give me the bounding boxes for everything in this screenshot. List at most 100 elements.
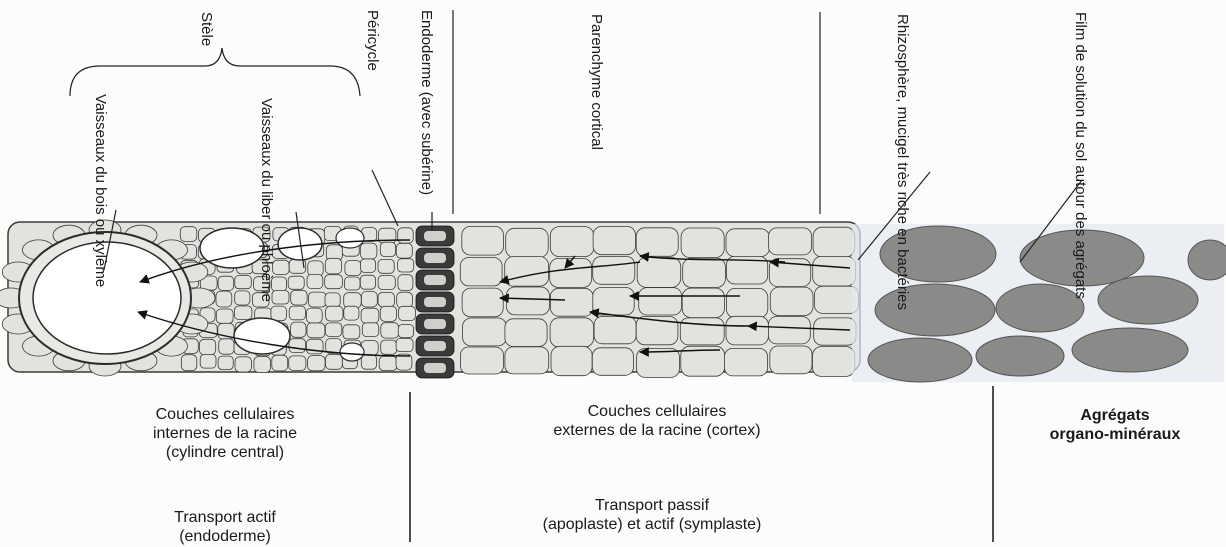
solution-film-label: Film de solution du sol autour des agrég…	[1072, 12, 1089, 299]
phloem-label-line-2: liber ou phloème	[258, 191, 275, 302]
active-transport-line-2: (endoderme)	[110, 527, 340, 546]
aggregates-line-1: Agrégats	[1010, 406, 1220, 425]
cell	[361, 292, 377, 308]
cell	[306, 308, 322, 323]
cell	[551, 346, 592, 375]
cortex-label-line-2: cortical	[588, 102, 605, 150]
cell	[361, 308, 379, 323]
cell	[273, 260, 290, 274]
endoderm-cell-lumen	[424, 363, 446, 373]
cell	[724, 348, 767, 376]
cell	[254, 357, 271, 373]
xylem-label-line-2: bois ou xylème	[92, 187, 109, 287]
cell	[216, 291, 232, 307]
cell	[637, 258, 681, 288]
cell	[594, 317, 636, 344]
cell	[636, 228, 678, 256]
aggregate	[1072, 328, 1188, 372]
stele-label: Stèle	[198, 12, 215, 46]
cell	[344, 293, 362, 308]
active-transport-label: Transport actif (endoderme)	[110, 508, 340, 546]
cell	[505, 319, 547, 347]
cell	[398, 325, 413, 338]
cell	[550, 258, 592, 287]
cell	[378, 292, 394, 307]
endoderm-cell-lumen	[424, 297, 446, 307]
endoderm-layer	[416, 226, 454, 378]
phloem-vessel	[340, 343, 364, 361]
cell	[181, 355, 197, 371]
cell	[362, 323, 378, 337]
cell	[380, 242, 395, 256]
cell	[680, 318, 724, 345]
outer-layers-line-2: externes de la racine (cortex)	[492, 421, 822, 440]
cell	[379, 356, 397, 370]
phloem-vessel	[336, 228, 364, 248]
cell	[813, 347, 855, 377]
cell	[360, 275, 375, 289]
cell	[460, 347, 503, 374]
xylem-label: Vaisseaux du bois ou xylème	[92, 94, 109, 287]
cell	[460, 258, 502, 286]
cell	[815, 286, 859, 313]
cell	[550, 318, 594, 347]
cell	[344, 306, 359, 320]
cell	[506, 228, 549, 257]
aggregates-line-2: organo-minéraux	[1010, 425, 1220, 444]
cell	[326, 306, 343, 321]
cell	[396, 243, 412, 258]
endoderm-label: Endoderme (avec subérine)	[418, 10, 435, 195]
pericycle-label: Péricycle	[364, 10, 381, 71]
aggregate	[976, 336, 1064, 376]
phloem-vessel	[200, 228, 264, 268]
cell	[506, 287, 549, 315]
cell	[360, 259, 375, 272]
cell	[360, 243, 377, 259]
cell	[307, 275, 323, 289]
stele-brace	[70, 48, 360, 96]
cell	[218, 276, 234, 290]
cell	[462, 288, 503, 317]
cell	[813, 227, 855, 257]
cell	[681, 228, 724, 258]
cell	[768, 317, 810, 344]
cell	[770, 346, 812, 374]
endoderm-cell-lumen	[424, 253, 446, 263]
cell	[235, 357, 251, 372]
cell	[343, 325, 360, 339]
rhizosphere-label: Rhizosphère, mucigel très riche en bacté…	[894, 14, 911, 310]
cell	[592, 348, 633, 376]
cell	[272, 355, 288, 371]
cell	[180, 227, 197, 242]
cell	[814, 318, 856, 345]
cell	[813, 256, 856, 286]
cell	[235, 291, 250, 305]
cell	[199, 339, 215, 355]
endoderm-cell-lumen	[424, 275, 446, 285]
cell	[683, 258, 726, 287]
cell	[289, 356, 306, 371]
aggregates-label: Agrégats organo-minéraux	[1010, 406, 1220, 444]
cell	[325, 258, 341, 274]
endoderm-cell-lumen	[424, 231, 446, 241]
phloem-vessel	[234, 318, 290, 354]
cortex-label-line-1: Parenchyme	[588, 14, 605, 98]
cell	[308, 261, 323, 276]
aggregate	[868, 338, 972, 382]
cell	[326, 354, 343, 369]
cell	[325, 275, 343, 289]
cell	[289, 306, 305, 320]
outer-layers-line-1: Couches cellulaires	[492, 402, 822, 421]
cell	[381, 323, 399, 338]
cell	[550, 288, 593, 316]
cell	[325, 323, 341, 337]
cell	[308, 292, 326, 307]
inner-layers-label: Couches cellulaires internes de la racin…	[100, 405, 350, 462]
cell	[639, 288, 682, 315]
cell	[200, 354, 216, 368]
cell	[307, 323, 325, 338]
active-transport-line-1: Transport actif	[110, 508, 340, 527]
cell	[235, 306, 252, 319]
